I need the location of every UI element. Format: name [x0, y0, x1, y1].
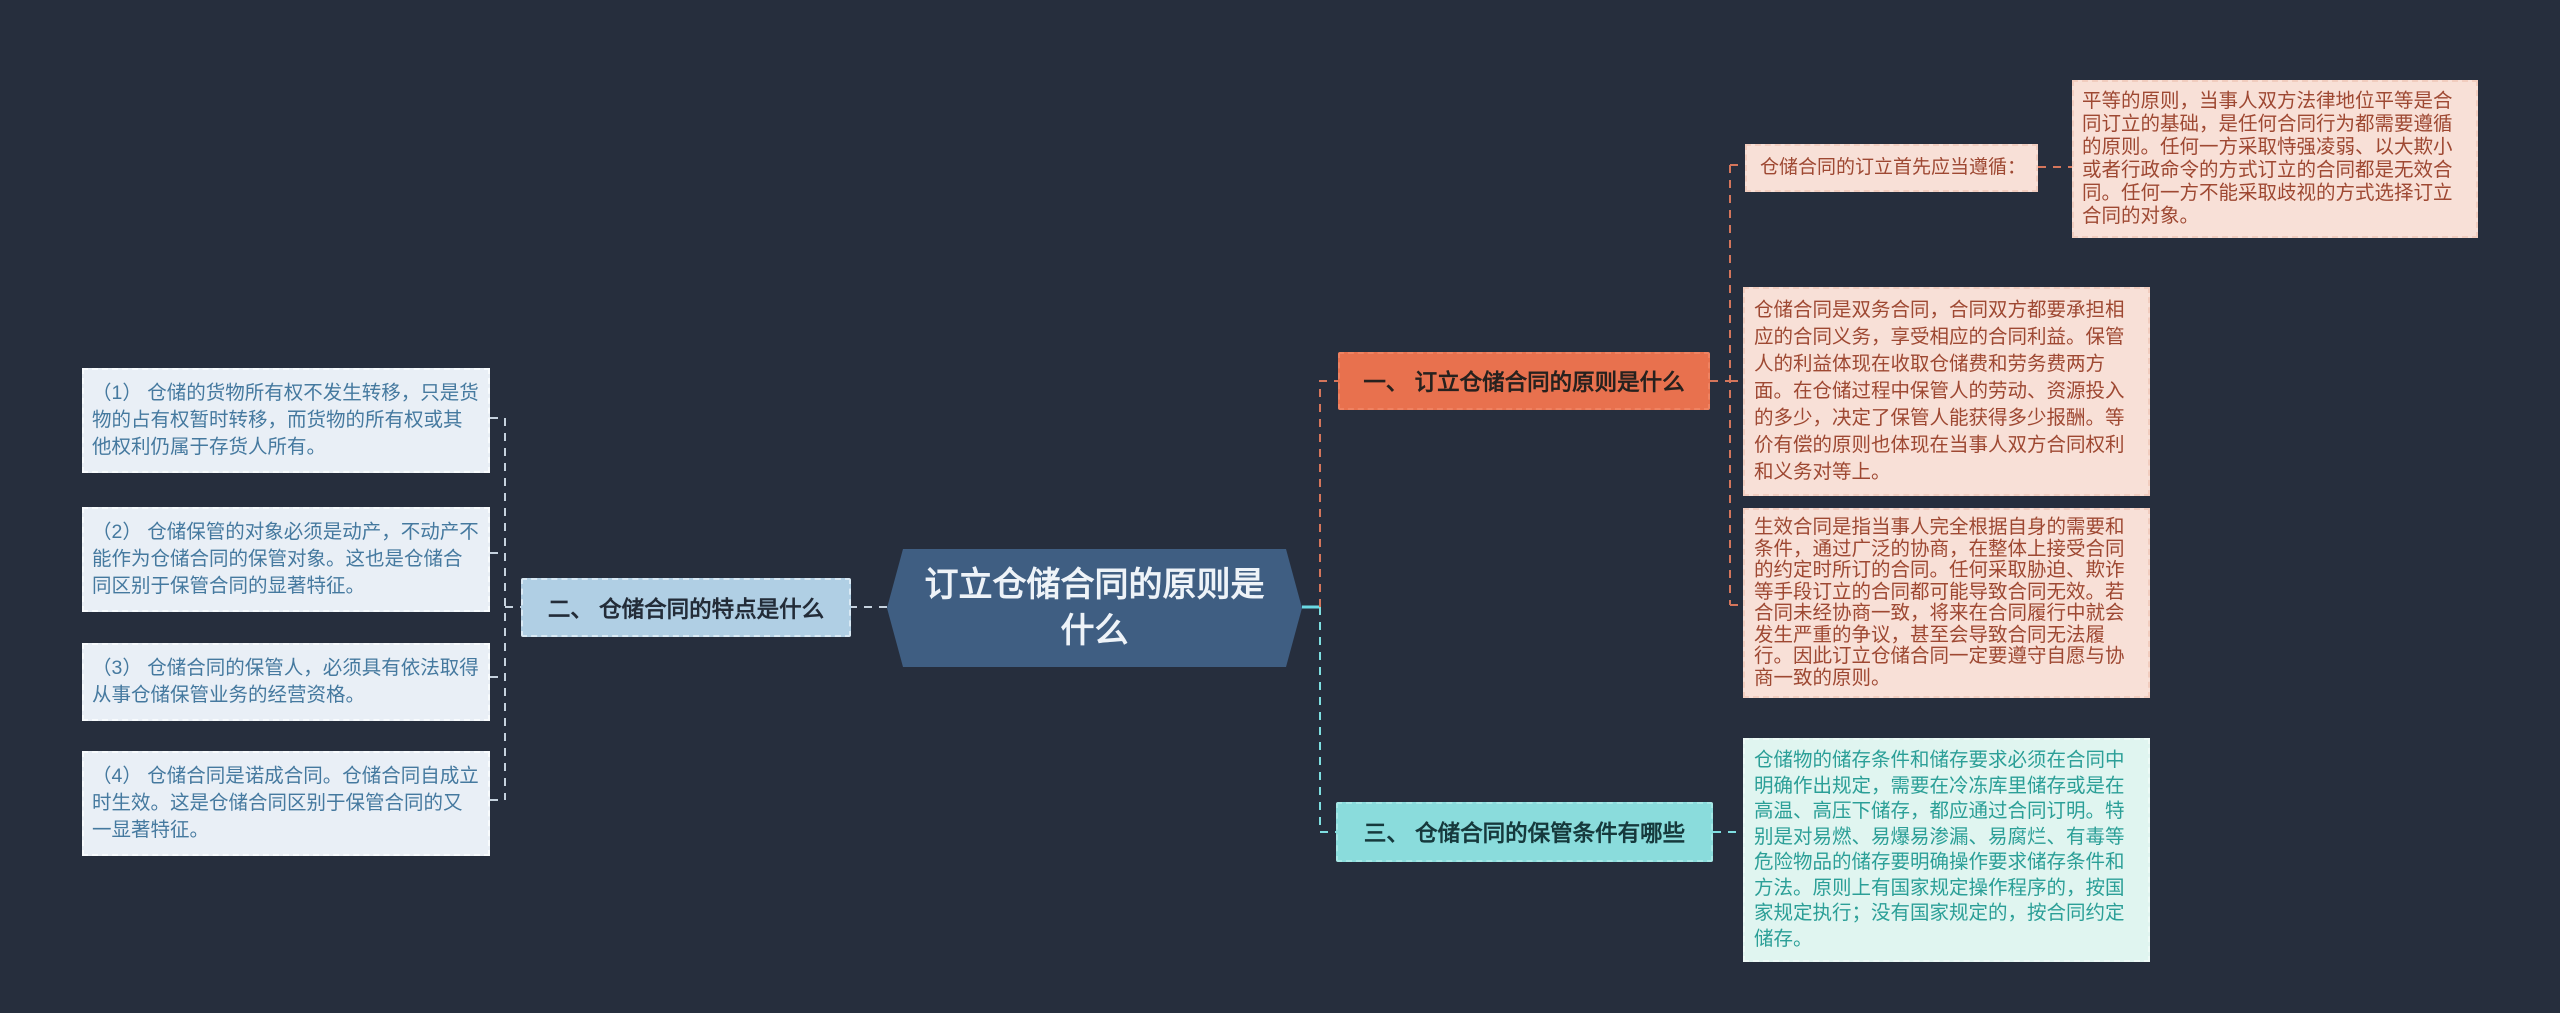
principle-detail-consensus[interactable]: 生效合同是指当事人完全根据自身的需要和条件，通过广泛的协商，在整体上接受合同的约… — [1743, 508, 2150, 698]
feature-detail-2[interactable]: （2） 仓储保管的对象必须是动产，不动产不能作为仓储合同的保管对象。这也是仓储合… — [82, 507, 490, 612]
principle-detail-mutual-obligation[interactable]: 仓储合同是双务合同，合同双方都要承担相应的合同义务，享受相应的合同利益。保管人的… — [1743, 287, 2150, 496]
central-topic-node[interactable]: 订立仓储合同的原则是什么 — [887, 549, 1302, 667]
principle-intro-label[interactable]: 仓储合同的订立首先应当遵循： — [1745, 144, 2038, 192]
branch-node-contract-principles[interactable]: 一、 订立仓储合同的原则是什么 — [1338, 352, 1710, 410]
principle-detail-equality[interactable]: 平等的原则，当事人双方法律地位平等是合同订立的基础，是任何合同行为都需要遵循的原… — [2072, 80, 2478, 238]
branch-node-storage-conditions[interactable]: 三、 仓储合同的保管条件有哪些 — [1336, 802, 1713, 862]
branch-node-contract-features[interactable]: 二、 仓储合同的特点是什么 — [521, 578, 851, 637]
storage-condition-detail[interactable]: 仓储物的储存条件和储存要求必须在合同中明确作出规定，需要在冷冻库里储存或是在高温… — [1743, 738, 2150, 962]
feature-detail-1[interactable]: （1） 仓储的货物所有权不发生转移，只是货物的占有权暂时转移，而货物的所有权或其… — [82, 368, 490, 473]
feature-detail-4[interactable]: （4） 仓储合同是诺成合同。仓储合同自成立时生效。这是仓储合同区别于保管合同的又… — [82, 751, 490, 856]
feature-detail-3[interactable]: （3） 仓储合同的保管人，必须具有依法取得从事仓储保管业务的经营资格。 — [82, 643, 490, 721]
